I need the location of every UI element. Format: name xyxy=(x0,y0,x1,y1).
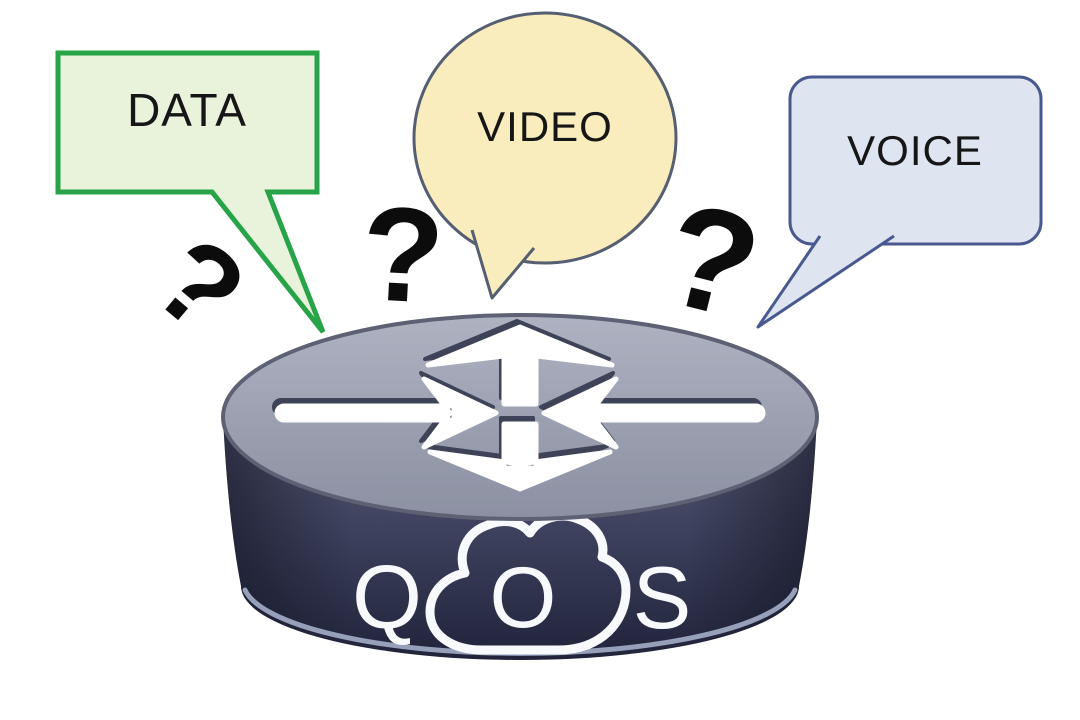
question-mark-middle: ? xyxy=(358,179,448,332)
data-bubble-shape xyxy=(55,50,326,334)
voice-bubble-label: VOICE xyxy=(847,127,983,174)
qos-letter-q: Q xyxy=(352,548,422,648)
qos-letter-s: S xyxy=(633,548,692,647)
router-side-shading xyxy=(223,417,817,660)
qos-letter-o: O xyxy=(490,550,557,646)
video-bubble-shape xyxy=(412,11,678,265)
data-bubble-label: DATA xyxy=(127,84,247,136)
router-group: Q O S xyxy=(221,313,819,660)
video-bubble-label: VIDEO xyxy=(477,103,613,150)
qos-cloud-icon xyxy=(425,511,631,655)
question-mark-right: ? xyxy=(649,170,775,350)
voice-bubble-shape xyxy=(788,75,1043,246)
video-bubble-tail xyxy=(470,229,536,300)
voice-bubble-tail xyxy=(756,234,895,329)
